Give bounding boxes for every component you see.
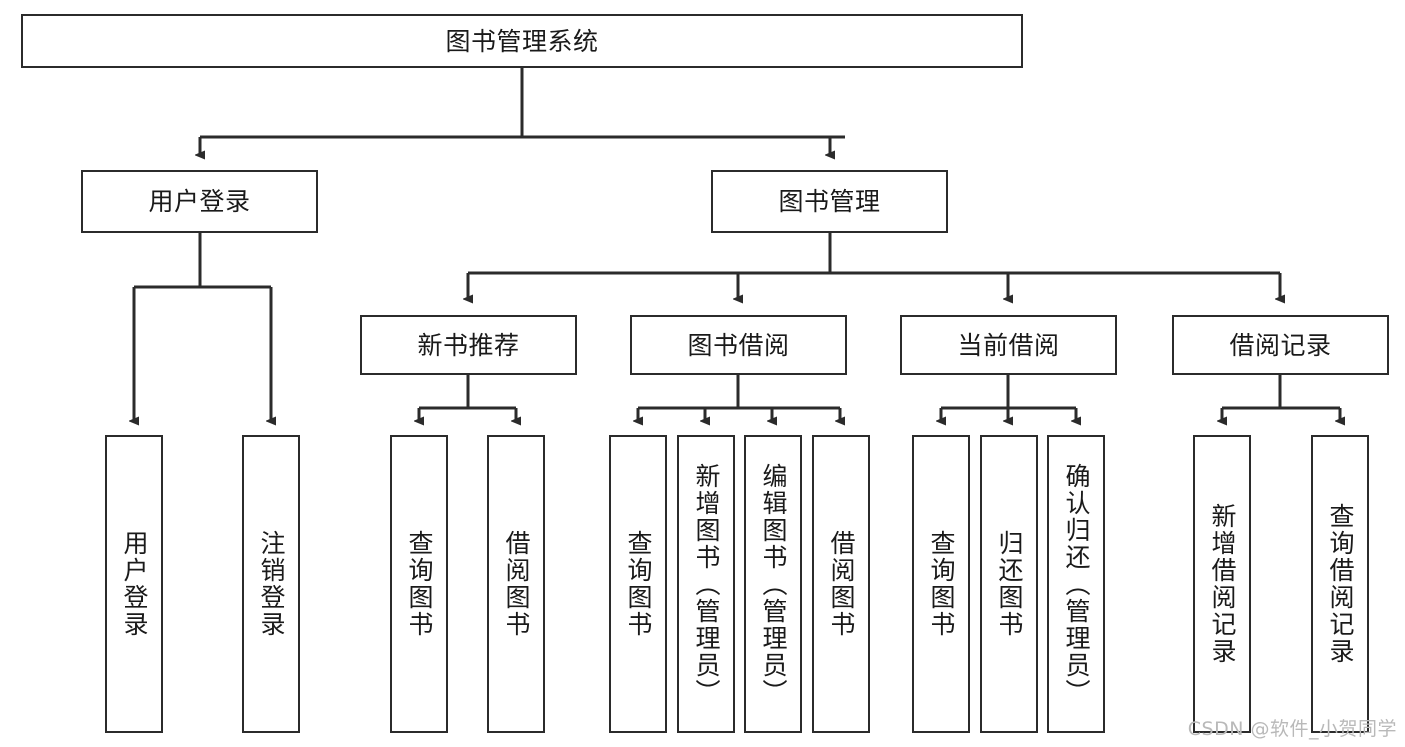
node-label: 查询借阅记录 [1326, 503, 1355, 665]
node-leaf-query-book-current[interactable]: 查询图书 [912, 435, 970, 733]
node-book-borrow[interactable]: 图书借阅 [630, 315, 847, 375]
node-leaf-logout[interactable]: 注销登录 [242, 435, 300, 733]
node-label: 确认归还（管理员） [1062, 462, 1091, 706]
node-leaf-query-book-recommend[interactable]: 查询图书 [390, 435, 448, 733]
node-label: 注销登录 [257, 530, 286, 638]
node-label: 查询图书 [405, 530, 434, 638]
node-current-borrow[interactable]: 当前借阅 [900, 315, 1117, 375]
node-label: 借阅图书 [827, 530, 856, 638]
node-label: 借阅记录 [1229, 330, 1332, 360]
node-book-management[interactable]: 图书管理 [711, 170, 948, 233]
node-leaf-query-book-borrow[interactable]: 查询图书 [609, 435, 667, 733]
node-label: 图书管理系统 [445, 26, 599, 56]
node-label: 图书借阅 [687, 330, 790, 360]
node-leaf-borrow-book[interactable]: 借阅图书 [812, 435, 870, 733]
node-root-system[interactable]: 图书管理系统 [21, 14, 1023, 68]
node-leaf-borrow-book-recommend[interactable]: 借阅图书 [487, 435, 545, 733]
node-label: 借阅图书 [502, 530, 531, 638]
node-leaf-query-borrow-record[interactable]: 查询借阅记录 [1311, 435, 1369, 733]
node-label: 查询图书 [927, 530, 956, 638]
node-label: 新增图书（管理员） [692, 462, 721, 706]
node-label: 新书推荐 [417, 330, 520, 360]
node-label: 归还图书 [995, 530, 1024, 638]
node-leaf-add-borrow-record[interactable]: 新增借阅记录 [1193, 435, 1251, 733]
node-leaf-add-book-admin[interactable]: 新增图书（管理员） [677, 435, 735, 733]
node-label: 编辑图书（管理员） [759, 462, 788, 706]
node-leaf-edit-book-admin[interactable]: 编辑图书（管理员） [744, 435, 802, 733]
node-label: 图书管理 [778, 187, 881, 216]
node-label: 用户登录 [148, 187, 251, 216]
node-user-login[interactable]: 用户登录 [81, 170, 318, 233]
node-leaf-user-login[interactable]: 用户登录 [105, 435, 163, 733]
node-label: 查询图书 [624, 530, 653, 638]
node-label: 新增借阅记录 [1208, 503, 1237, 665]
csdn-watermark: CSDN @软件_小贺同学 [1187, 718, 1397, 740]
node-borrow-record[interactable]: 借阅记录 [1172, 315, 1389, 375]
node-label: 当前借阅 [957, 330, 1060, 360]
node-label: 用户登录 [120, 530, 149, 638]
node-leaf-return-book[interactable]: 归还图书 [980, 435, 1038, 733]
node-leaf-confirm-return-admin[interactable]: 确认归还（管理员） [1047, 435, 1105, 733]
node-new-book-recommend[interactable]: 新书推荐 [360, 315, 577, 375]
